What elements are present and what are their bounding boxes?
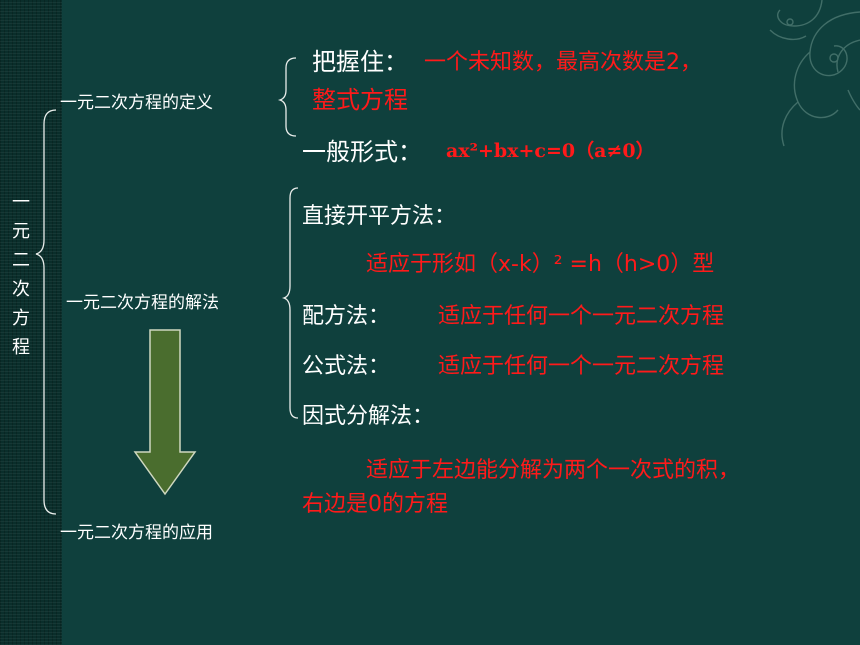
- factoring-note-1: 适应于左边能分解为两个一次式的积，: [366, 458, 741, 483]
- factoring-note-2: 右边是0的方程: [302, 492, 448, 517]
- direct-root-note: 适应于形如（x-k）² =h（h>0）型: [366, 252, 715, 277]
- grasp-text-1: 一个未知数，最高次数是2，: [424, 50, 702, 75]
- general-form-formula: ax²+bx+c=0（a≠0）: [446, 140, 655, 162]
- general-form-label: 一般形式：: [302, 138, 422, 166]
- floral-ornament-icon: [769, 0, 860, 147]
- formula-method-label: 公式法：: [302, 354, 391, 379]
- root-title: 一元二次方程: [12, 192, 30, 358]
- completing-square-note: 适应于任何一个一元二次方程: [438, 304, 725, 329]
- grasp-label: 把握住：: [312, 48, 408, 76]
- completing-square-label: 配方法：: [302, 304, 391, 329]
- factoring-label: 因式分解法：: [302, 404, 435, 429]
- main-panel: [62, 0, 860, 645]
- grasp-text-2: 整式方程: [312, 86, 408, 114]
- formula-method-note: 适应于任何一个一元二次方程: [438, 354, 725, 379]
- application-label: 一元二次方程的应用: [60, 523, 213, 543]
- direct-root-label: 直接开平方法：: [302, 204, 457, 229]
- definition-label: 一元二次方程的定义: [60, 93, 213, 113]
- solution-label: 一元二次方程的解法: [66, 293, 219, 313]
